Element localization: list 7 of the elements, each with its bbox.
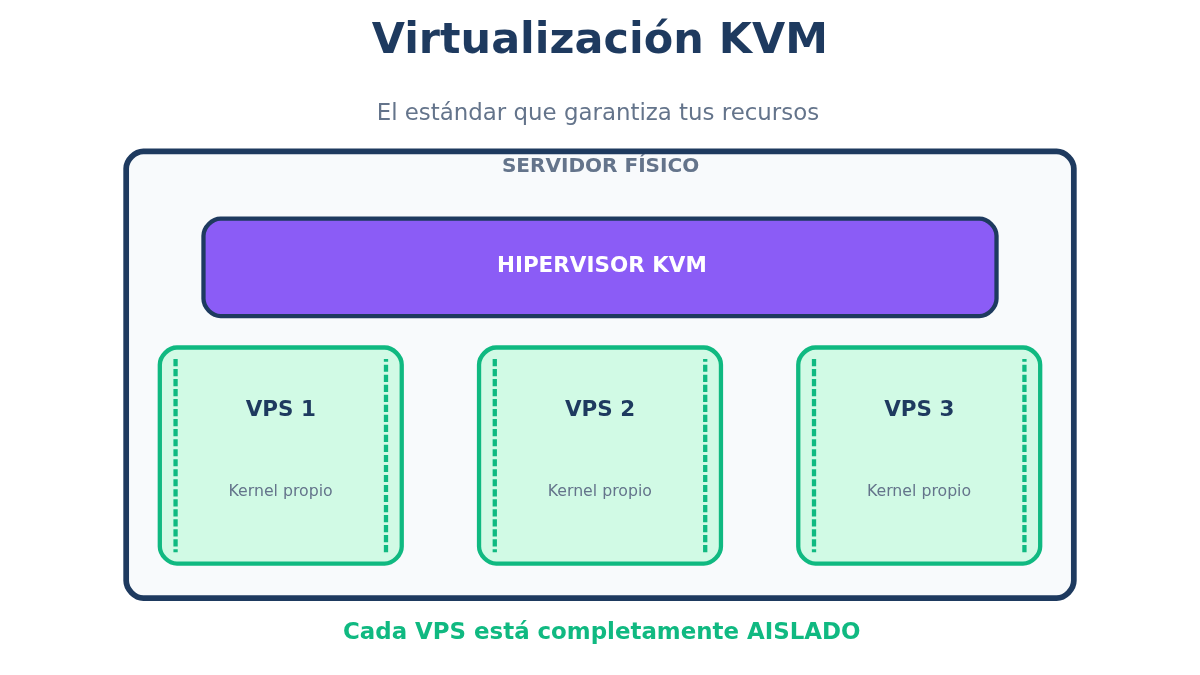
label: El estándar que garantiza tus recursos (376, 98, 820, 125)
node-box: VPS 1 Kernel propio (157, 345, 404, 566)
node-box: HIPERVISOR KVM (201, 216, 999, 319)
node-box: VPS 2 Kernel propio (476, 345, 724, 566)
diagram-title: Virtualización KVM (371, 12, 828, 63)
caption: Cada VPS está completamente AISLADO (343, 618, 861, 645)
node-box: VPS 3 Kernel propio (796, 345, 1043, 566)
